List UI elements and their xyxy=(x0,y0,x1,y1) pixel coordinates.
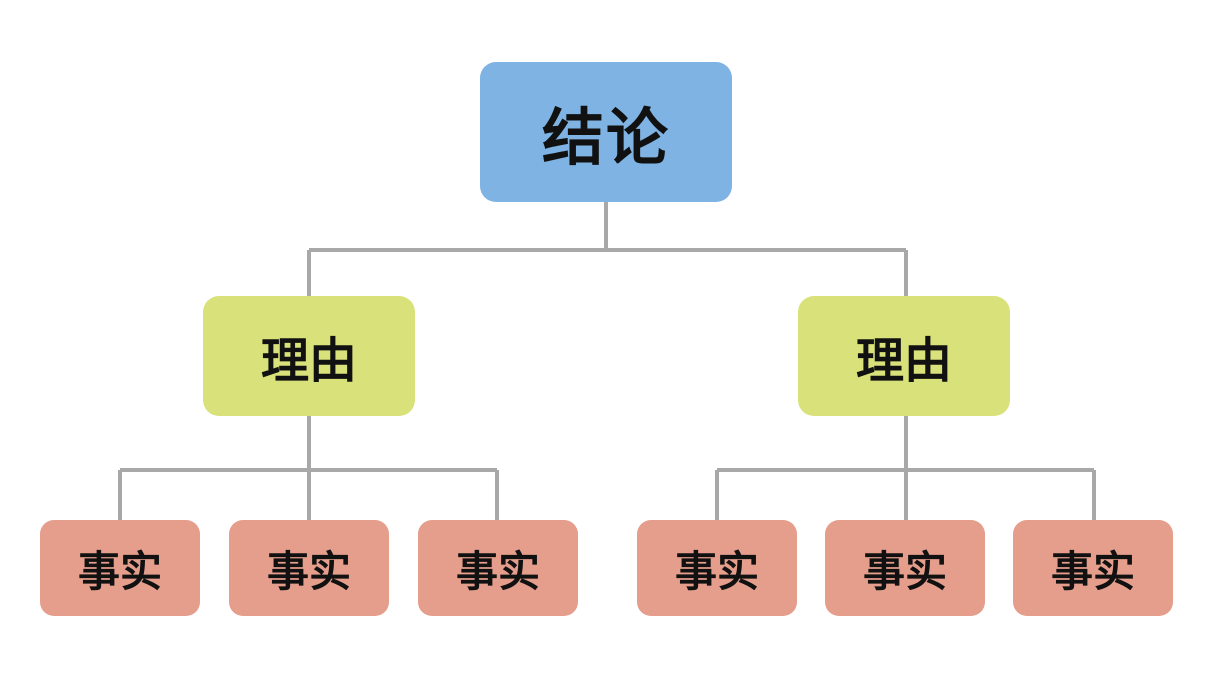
fact-node: 事实 xyxy=(1013,520,1173,616)
conclusion-node: 结论 xyxy=(480,62,732,202)
fact-node: 事实 xyxy=(637,520,797,616)
fact-node: 事实 xyxy=(40,520,200,616)
fact-node: 事实 xyxy=(229,520,389,616)
fact-node: 事实 xyxy=(825,520,985,616)
reason-node: 理由 xyxy=(798,296,1010,416)
reason-node: 理由 xyxy=(203,296,415,416)
fact-node: 事实 xyxy=(418,520,578,616)
